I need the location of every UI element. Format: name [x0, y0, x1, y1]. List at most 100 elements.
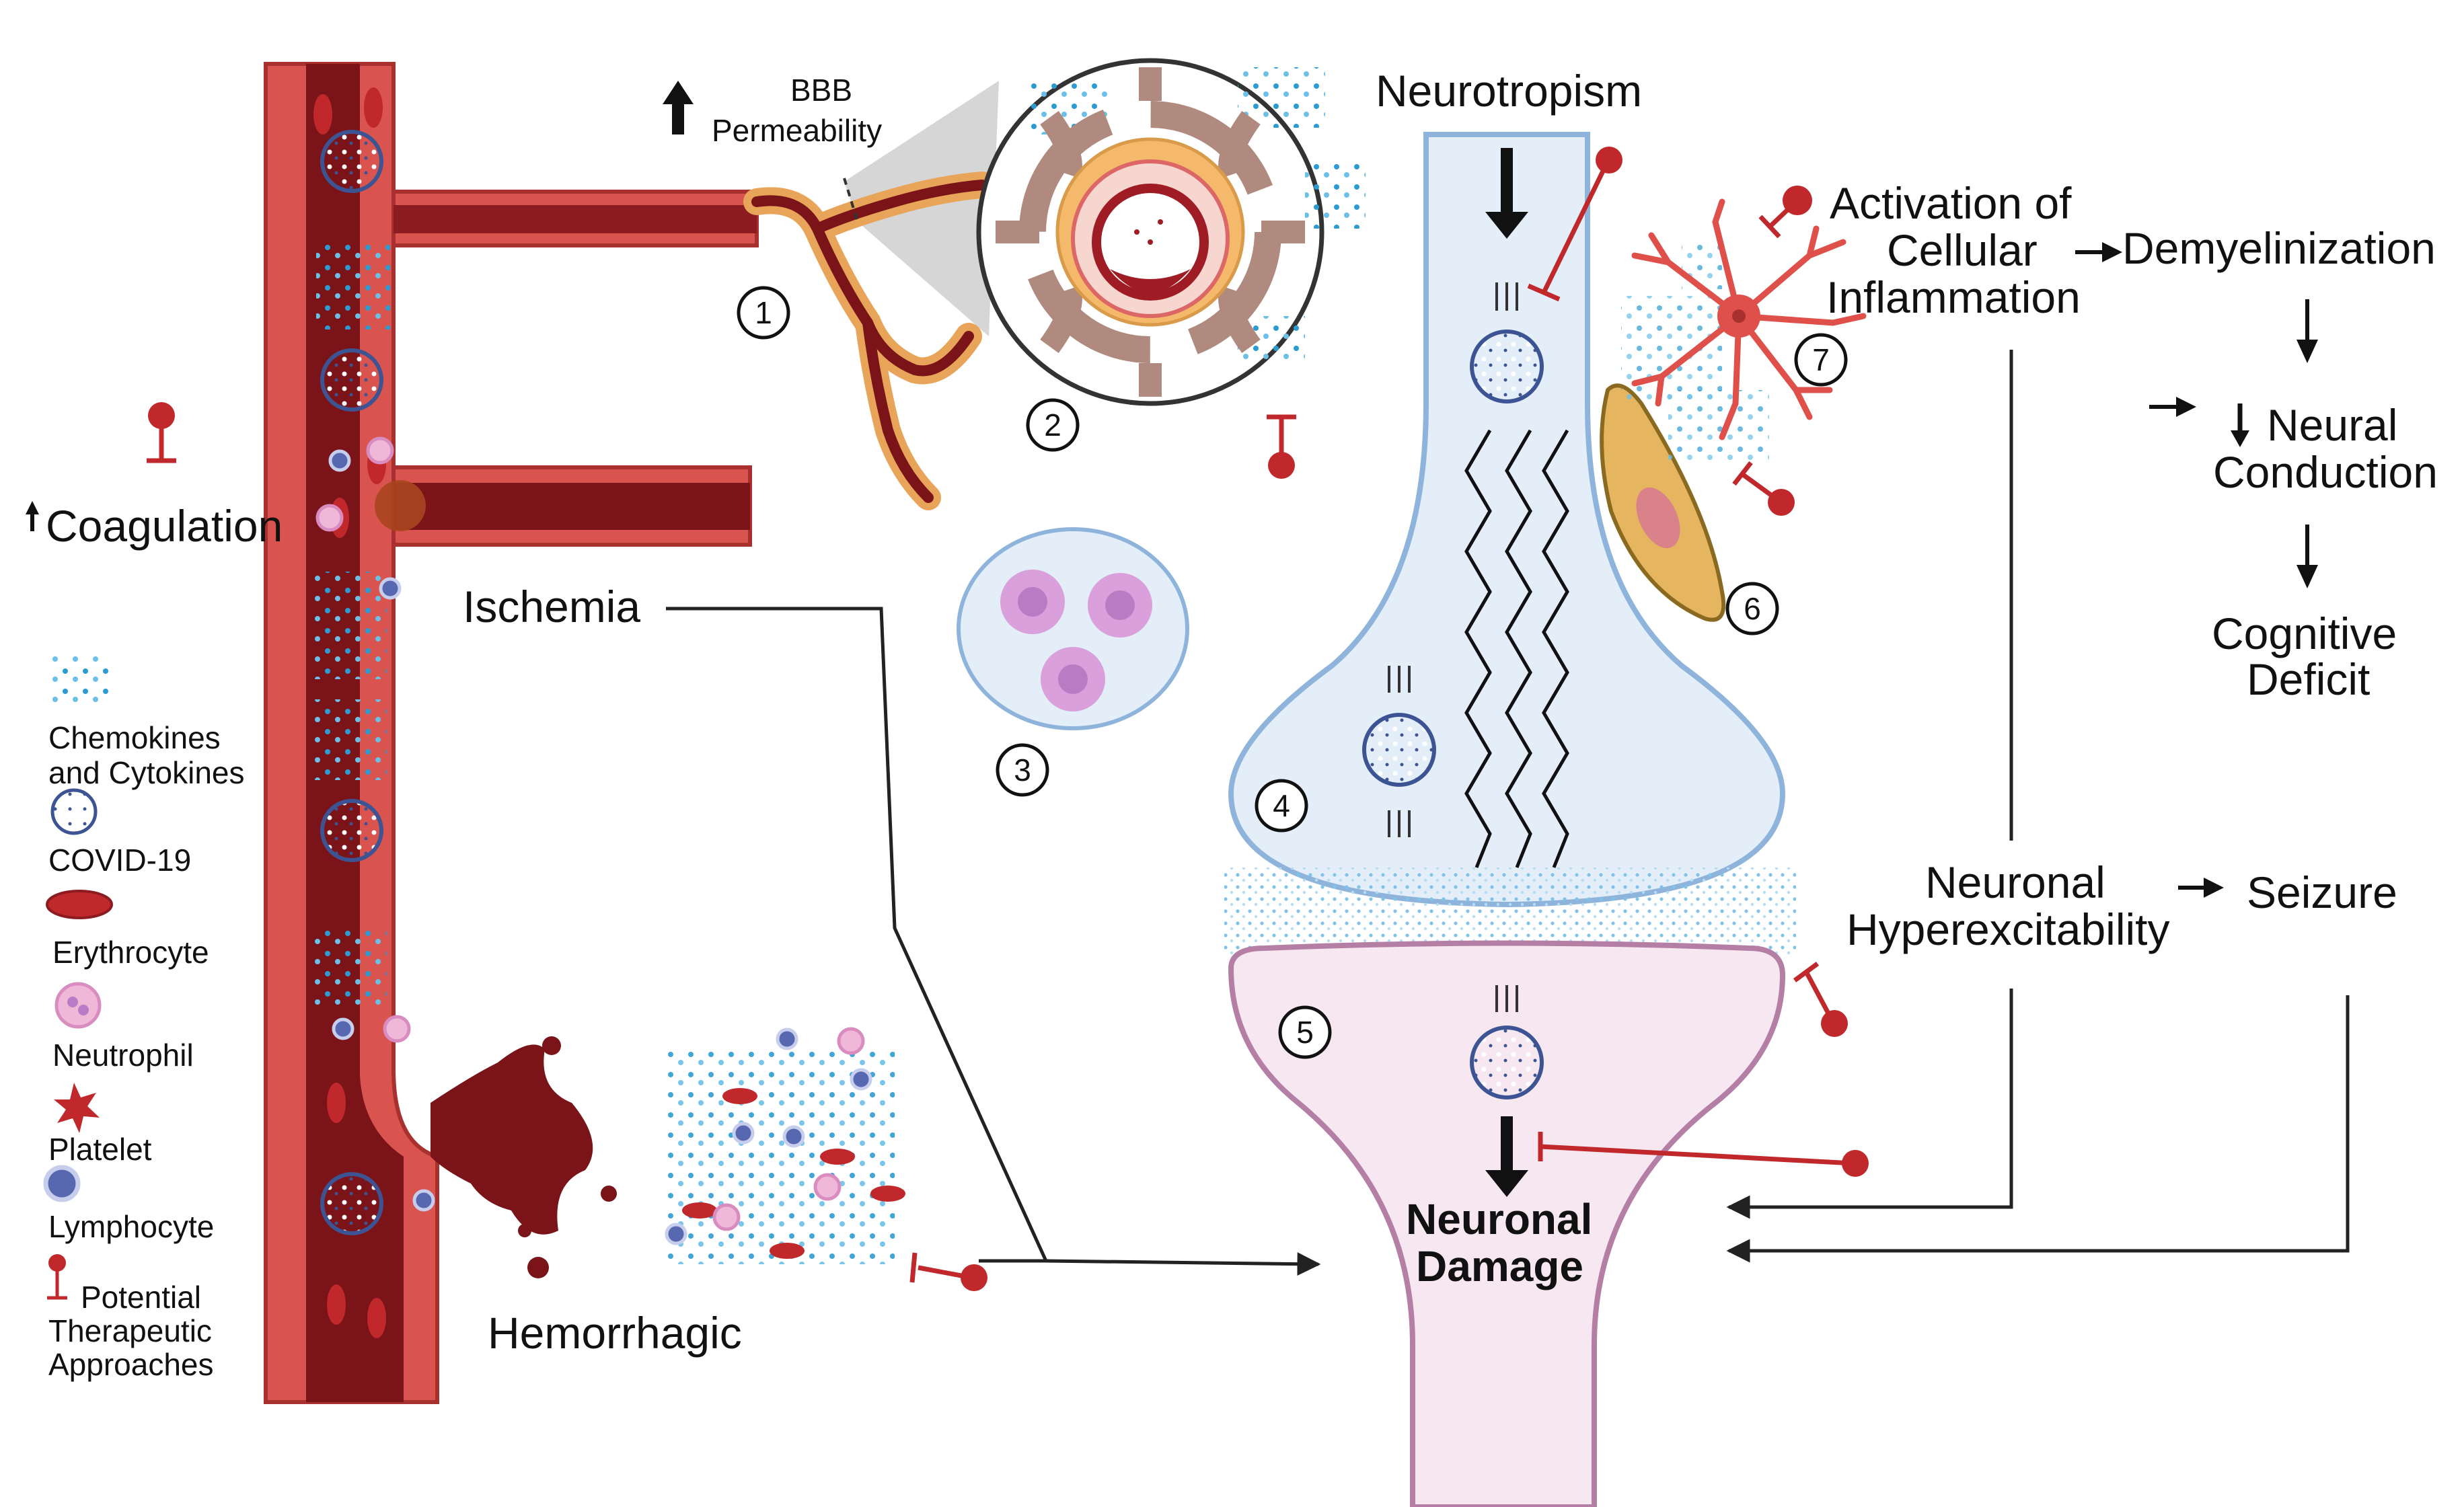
- erythrocyte: [870, 1186, 905, 1202]
- astrocyte-cell: [1621, 198, 1867, 464]
- svg-text:2: 2: [1044, 408, 1061, 442]
- erythrocyte: [367, 1298, 386, 1338]
- cytokine-cluster: [1238, 67, 1325, 128]
- erythrocyte: [364, 87, 383, 128]
- lymphocyte: [379, 577, 402, 600]
- step-5: 5: [1278, 1005, 1332, 1059]
- inhibitor-icon: [1732, 461, 1795, 516]
- inhibitor-icon: [909, 1252, 987, 1291]
- seizure-line: [1726, 995, 2350, 1263]
- erythrocyte-icon: [46, 890, 113, 919]
- lymphocyte: [665, 1223, 687, 1245]
- legend-label: Neutrophil: [52, 1038, 194, 1073]
- virus-particle: [320, 130, 383, 193]
- hyperexcitability-line1: Neuronal: [1925, 857, 2105, 907]
- svg-text:6: 6: [1744, 591, 1761, 626]
- lymphocyte: [332, 1017, 354, 1040]
- demyelinization-label: Demyelinization: [2122, 223, 2436, 273]
- ischemia-label: Ischemia: [463, 582, 640, 631]
- legend-label: Potential: [81, 1280, 201, 1315]
- legend-label: Therapeutic: [48, 1313, 212, 1348]
- erythrocyte: [770, 1243, 805, 1259]
- hemorrhagic-label: Hemorrhagic: [488, 1308, 742, 1358]
- blood-splatter: [431, 1044, 593, 1235]
- inhibitor-icon: [1538, 1132, 1869, 1177]
- legend-label: Chemokines: [48, 720, 221, 755]
- lymphocyte: [850, 1068, 872, 1091]
- legend: Chemokines and Cytokines COVID-19 Erythr…: [43, 656, 245, 1382]
- lymphocyte: [782, 1125, 805, 1148]
- erythrocyte: [313, 94, 332, 134]
- cytokine-cluster: [316, 242, 390, 330]
- cognitive-deficit-line2: Deficit: [2247, 654, 2370, 704]
- inhibitor-icon: [1758, 186, 1812, 239]
- hyperexcitability-line2: Hyperexcitability: [1846, 904, 2170, 954]
- cytokine-cluster: [1682, 242, 1722, 289]
- step-1: 1: [737, 286, 790, 340]
- lymphocyte: [732, 1122, 755, 1145]
- step-2: 2: [1026, 398, 1080, 452]
- neutrophil: [383, 1015, 411, 1043]
- hemorrhage: [431, 1027, 905, 1278]
- neural-conduction-line2: Conduction: [2213, 447, 2438, 497]
- seizure-label: Seizure: [2247, 867, 2397, 917]
- step-7: 7: [1794, 333, 1848, 387]
- cytokine-cluster: [1305, 161, 1366, 229]
- virus-particle: [1470, 330, 1544, 403]
- legend-label: COVID-19: [48, 843, 191, 878]
- clot: [375, 480, 426, 531]
- neuronal-damage-line1: Neuronal: [1406, 1195, 1592, 1243]
- platelet-icon: [54, 1083, 100, 1133]
- covid-virus-icon: [50, 788, 98, 835]
- neural-conduction-line1: Neural: [2267, 400, 2397, 450]
- synaptic-cleft: [1224, 867, 1796, 955]
- neuronal-damage-line2: Damage: [1416, 1242, 1583, 1290]
- neutrophil: [813, 1173, 842, 1201]
- chemokines-icon: [50, 656, 111, 706]
- microglia-cell: [1600, 383, 1726, 622]
- bbb-label-line2: Permeability: [712, 113, 882, 148]
- neutrophil-icon: [54, 982, 102, 1029]
- neurotropism-label: Neurotropism: [1376, 66, 1642, 116]
- inhibitor-icon: [1793, 962, 1848, 1037]
- neutrophil: [366, 436, 394, 465]
- step-3: 3: [996, 743, 1049, 797]
- erythrocyte: [820, 1149, 855, 1165]
- step-4: 4: [1255, 779, 1308, 833]
- virus-particle: [320, 799, 383, 862]
- activation-label-line3: Inflammation: [1826, 272, 2081, 322]
- inhibitor-icon: [47, 1254, 67, 1300]
- inhibitor-icon: [1267, 414, 1296, 479]
- hyperexcitability-line: [1726, 989, 2013, 1219]
- blood-vessel: [264, 62, 759, 1404]
- virus-particle: [1362, 713, 1436, 787]
- neutrophil: [315, 504, 344, 532]
- erythrocyte: [327, 1284, 346, 1325]
- bbb-label-line1: BBB: [790, 73, 852, 108]
- neutrophil: [712, 1203, 741, 1231]
- postsynaptic-neuron: [1228, 940, 1786, 1507]
- bbb-zoom-circle: [976, 58, 1366, 406]
- virus-particle: [320, 348, 383, 412]
- erythrocyte: [682, 1202, 717, 1219]
- svg-text:1: 1: [755, 295, 772, 330]
- activation-label-line2: Cellular: [1887, 225, 2038, 275]
- immune-cell-cluster: [957, 527, 1189, 730]
- lymphocyte: [776, 1028, 798, 1050]
- legend-label: and Cytokines: [48, 755, 245, 790]
- svg-text:5: 5: [1296, 1015, 1314, 1050]
- cytokine-cluster: [313, 928, 387, 1009]
- lymphocyte-icon: [43, 1165, 81, 1202]
- cytokine-cluster: [313, 699, 387, 780]
- coagulation-label: Coagulation: [46, 501, 283, 551]
- inhibitor-icon: [1527, 147, 1622, 302]
- pathway-arrows: [666, 350, 2350, 1276]
- cognitive-deficit-line1: Cognitive: [2212, 609, 2397, 658]
- cytokine-cluster: [313, 572, 387, 679]
- cytokine-cluster: [1621, 296, 1722, 403]
- svg-text:3: 3: [1014, 752, 1031, 787]
- legend-label: Lymphocyte: [48, 1209, 214, 1244]
- step-markers: 1 2 3 4 5 6 7: [737, 286, 1848, 1059]
- neutrophil: [837, 1027, 865, 1055]
- svg-text:4: 4: [1273, 788, 1290, 823]
